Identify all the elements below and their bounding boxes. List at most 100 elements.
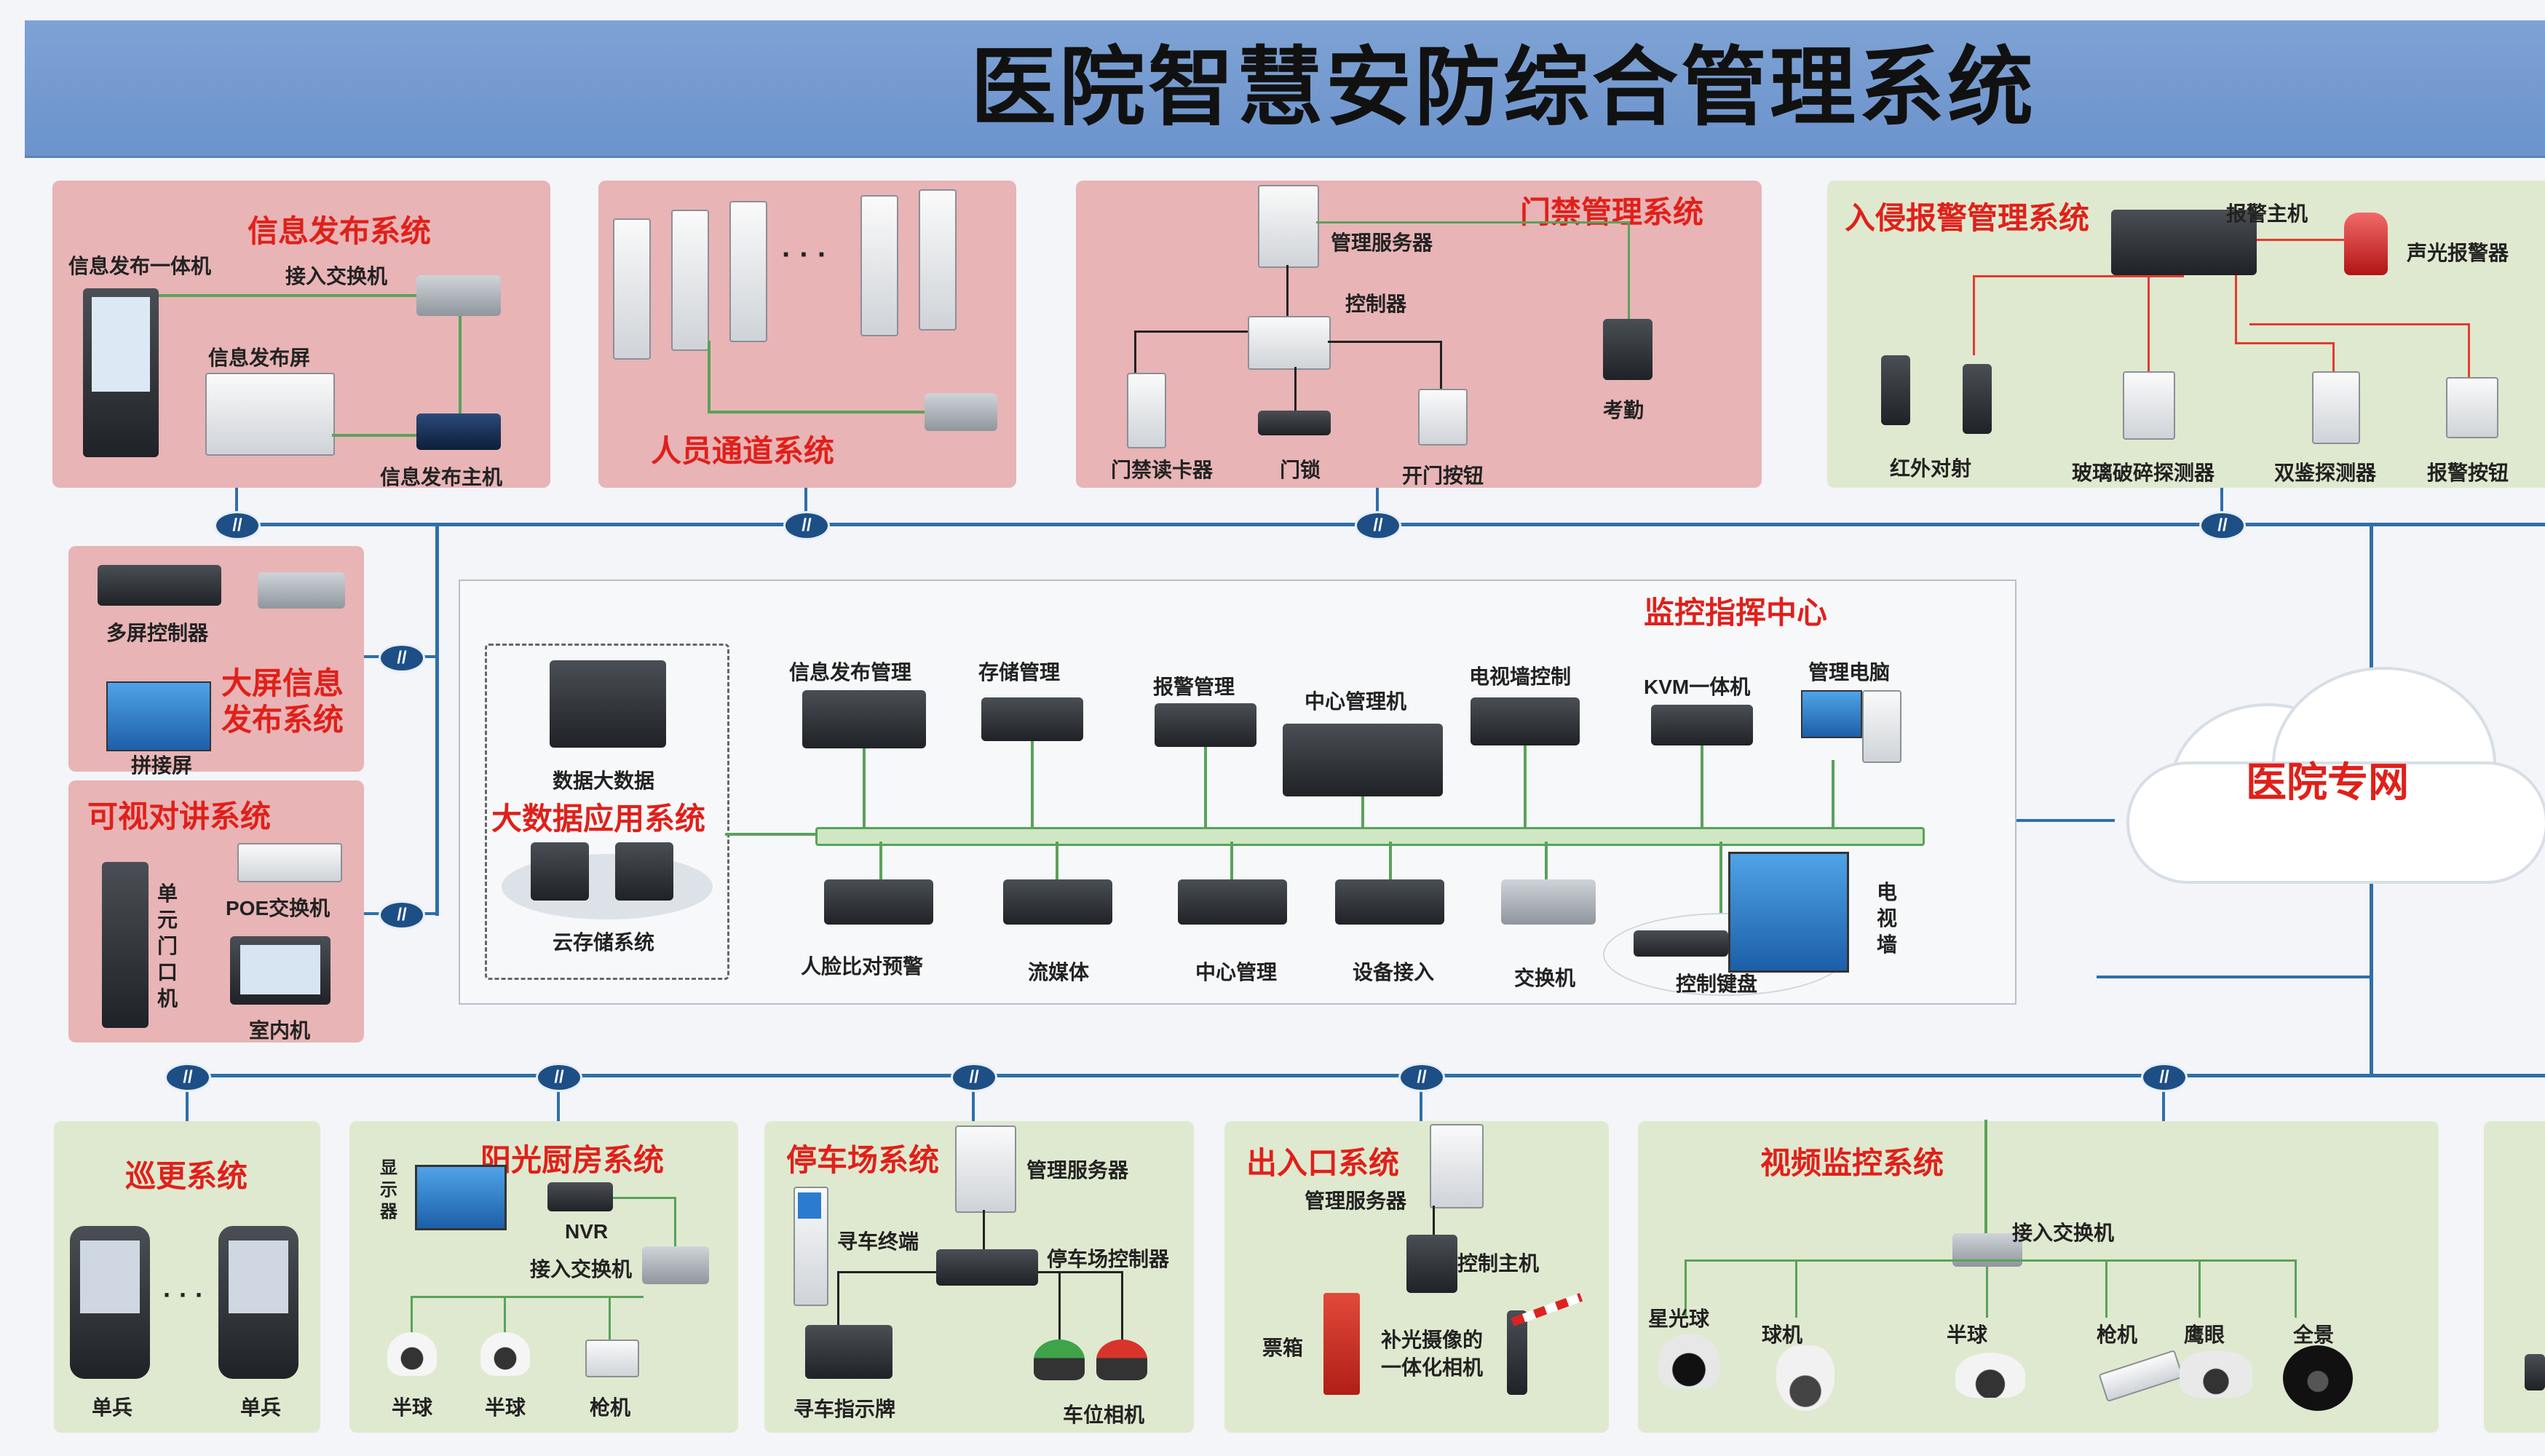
network-node-icon: // [1398,1063,1445,1092]
device-label: 管理服务器 [1305,1190,1407,1212]
link-line [1031,741,1034,827]
link-line [609,1296,611,1340]
drop-line [804,488,807,524]
patrol-handheld-icon [218,1226,298,1379]
drop-line [557,1076,560,1121]
infrared-beam-icon [1881,355,1910,425]
entrance-exit-system: 出入口系统 管理服务器 控制主机 票箱 补光摄像的一体化相机 [1224,1121,1609,1433]
streaming-media-icon [1003,879,1112,925]
panoramic-camera-icon [2283,1345,2353,1411]
link-line [1286,265,1289,316]
device-label: 云存储系统 [553,931,655,954]
multi-screen-controller-icon [98,565,221,606]
link-line [504,1296,506,1332]
link-line [1440,341,1442,389]
left-vertical-line [435,523,439,916]
device-label: 声光报警器 [2407,242,2509,264]
link-line [708,411,925,414]
device-label: 拼接屏 [131,754,193,777]
link-line [1134,331,1248,333]
device-label: 报警主机 [2226,202,2308,225]
control-host-icon [1406,1235,1457,1293]
link-line [411,1296,413,1332]
device-label: 考勤 [1603,399,1644,422]
device-label: 存储管理 [978,661,1061,684]
drop-line [2220,488,2223,524]
device-label: 半球 [1947,1324,1988,1346]
central-management-console-icon [1283,724,1443,796]
link-line [1134,331,1136,373]
system-title: 大数据应用系统 [491,802,706,836]
device-label: KVM一体机 [1644,676,1751,698]
indoor-monitor-icon [230,936,331,1005]
link-line [1832,760,1834,827]
drop-line [972,1076,975,1121]
device-label: 电视墙控制 [1469,665,1572,688]
card-reader-icon [1127,373,1166,448]
barrier-arm-icon [1511,1293,1583,1326]
link-line [1973,275,1975,355]
link-line [2198,1259,2201,1318]
device-label: 信息发布管理 [789,661,912,684]
link-line [2235,275,2237,344]
face-compare-icon [824,879,933,925]
system-title: 人员通道系统 [651,434,835,468]
network-node-icon: // [2199,511,2246,540]
display-monitor-icon [415,1165,507,1230]
dome-camera-icon [387,1332,437,1376]
device-label: 玻璃破碎探测器 [2072,462,2215,484]
video-surveillance-system: 视频监控系统 接入交换机 星光球 球机 半球 枪机 鹰眼 全景 [1638,1120,2439,1433]
device-label: 单兵 [240,1396,282,1419]
gate-icon [613,218,651,360]
door-lock-icon [1258,411,1331,435]
link-line [879,842,882,879]
system-title: 大屏信息发布系统 [221,666,344,737]
device-label: 接入交换机 [2012,1222,2115,1244]
device-label: 单元门口机 [157,882,178,1010]
parking-controller-icon [936,1249,1038,1286]
drop-line [2162,1076,2165,1121]
storage-server-icon [615,842,673,901]
gate-icon [671,210,709,351]
link-line [837,1271,839,1325]
network-node-icon: // [536,1063,582,1092]
link-line [863,748,866,827]
device-label: 交换机 [1514,967,1576,989]
poe-switch-icon [237,843,342,882]
storage-mgmt-icon [981,697,1083,741]
patrol-handheld-icon [70,1226,150,1379]
system-title: 信息发布系统 [248,214,432,248]
link-line [2148,275,2150,371]
ellipsis-label: · · · [782,239,828,271]
device-label: 枪机 [590,1396,631,1419]
link-line [459,316,462,414]
device-label: 数据大数据 [553,769,655,792]
device-label: 球机 [1762,1324,1803,1346]
bullet-camera-icon [2098,1349,2184,1403]
attendance-icon [1603,319,1653,380]
door-station-icon [102,862,149,1028]
system-title: 巡更系统 [125,1159,248,1193]
device-label: 星光球 [1648,1307,1710,1330]
parking-camera-icon [1096,1340,1147,1380]
device-label: 中心管理 [1195,961,1278,984]
device-label: 控制主机 [1457,1252,1540,1275]
device-label: 室内机 [249,1019,311,1042]
switch-icon [925,393,997,431]
device-label: 显示器 [380,1158,397,1222]
speed-dome-icon [1776,1345,1834,1411]
device-label: 信息发布主机 [380,466,503,488]
device-label: 枪机 [2097,1324,2138,1346]
ellipsis-label: · · · [163,1280,204,1310]
sunshine-kitchen-system: 阳光厨房系统 显示器 NVR 接入交换机 半球 半球 枪机 [349,1121,738,1433]
alarm-button-icon [2446,377,2498,438]
management-server-icon [1258,185,1319,268]
kvm-unit-icon [1651,705,1753,745]
monitoring-command-center: 监控指挥中心 数据大数据 大数据应用系统 云存储系统 信息发布管理 存储管理 报… [459,579,2016,1005]
link-line [1628,221,1630,319]
device-label: 双鉴探测器 [2274,462,2377,484]
video-wall-icon [106,681,211,751]
storage-server-icon [531,842,589,901]
network-node-icon: // [1355,511,1401,540]
link-line [1038,1271,1123,1273]
